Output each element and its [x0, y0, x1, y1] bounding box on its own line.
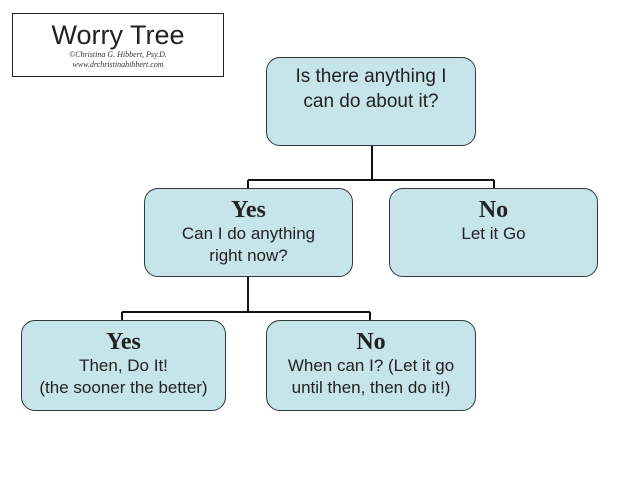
question-line-2: can do about it? — [303, 91, 439, 112]
yes-node-level2-line-2: (the sooner the better) — [39, 378, 208, 397]
no-node-level1: No Let it Go — [389, 188, 598, 277]
yes-node-level1-line-2: right now? — [209, 246, 288, 265]
title-box: Worry Tree ©Christina G. Hibbert, Psy.D.… — [12, 13, 224, 77]
yes-node-level2-line-1: Then, Do It! — [79, 356, 168, 375]
no-node-level2-line-1: When can I? (Let it go — [287, 356, 455, 375]
no-node-level2-head: No — [356, 329, 386, 355]
yes-node-level2: Yes Then, Do It! (the sooner the better) — [21, 320, 226, 411]
yes-node-level1: Yes Can I do anything right now? — [144, 188, 353, 277]
yes-node-level2-head: Yes — [106, 329, 141, 355]
diagram-title: Worry Tree — [51, 20, 185, 50]
no-node-level2: No When can I? (Let it go until then, th… — [266, 320, 476, 411]
no-node-level1-head: No — [478, 197, 509, 223]
question-node: Is there anything I can do about it? — [266, 57, 476, 146]
no-node-level1-line-1: Let it Go — [461, 224, 526, 243]
yes-node-level1-line-1: Can I do anything — [181, 224, 316, 243]
website-text: www.drchristinahibbert.com — [72, 60, 164, 69]
yes-node-level1-head: Yes — [231, 197, 266, 223]
copyright-text: ©Christina G. Hibbert, Psy.D. — [69, 50, 167, 59]
no-node-level2-line-2: until then, then do it!) — [291, 378, 451, 397]
question-line-1: Is there anything I — [295, 66, 447, 87]
